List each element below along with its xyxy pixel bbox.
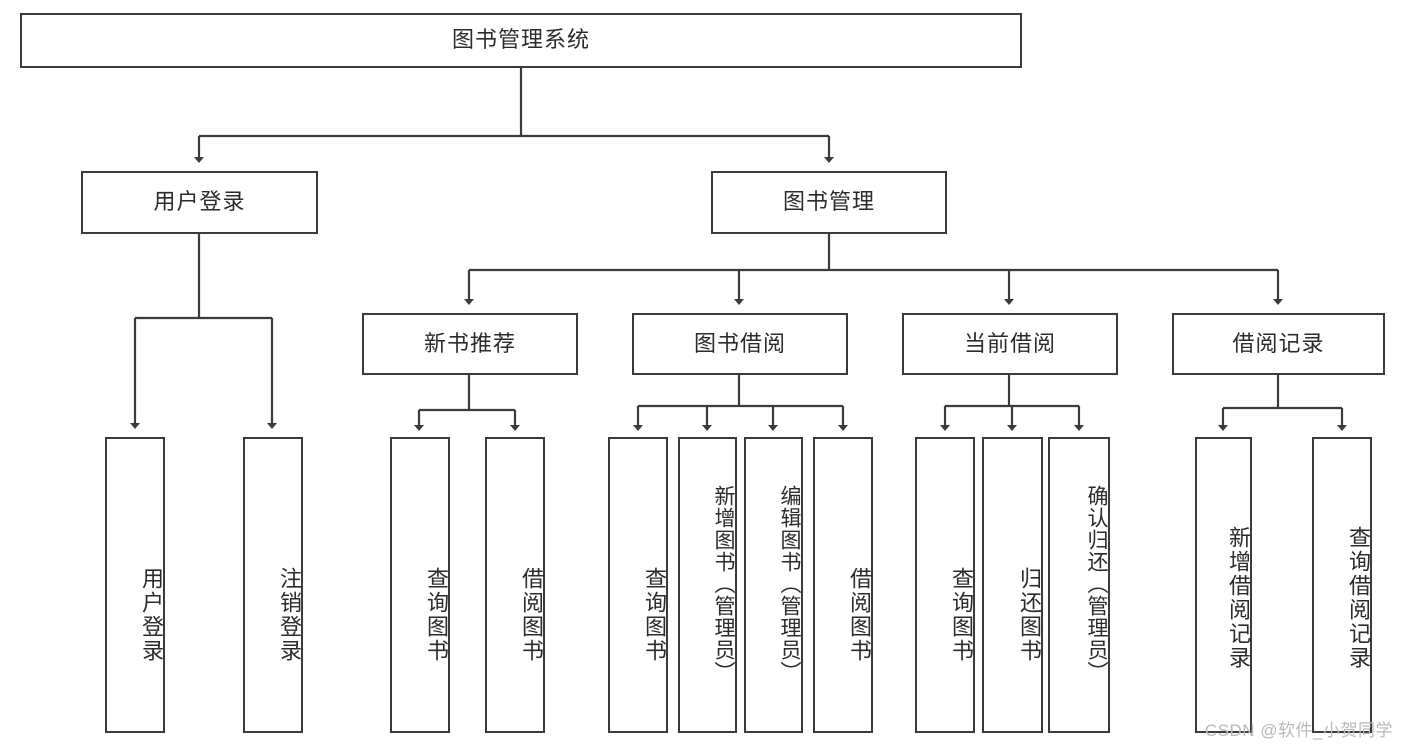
node-borrow-record[interactable]: 借阅记录 bbox=[1172, 313, 1385, 375]
node-leaf-query-borrow-record[interactable]: 查询借阅记录 bbox=[1312, 437, 1372, 733]
csdn-watermark: CSDN @软件_小贺同学 bbox=[1204, 721, 1393, 740]
node-leaf-query-book-borrow[interactable]: 查询图书 bbox=[608, 437, 668, 733]
node-leaf-borrow-book-recommend[interactable]: 借阅图书 bbox=[485, 437, 545, 733]
node-leaf-logout-login[interactable]: 注销登录 bbox=[243, 437, 303, 733]
node-root[interactable]: 图书管理系统 bbox=[20, 13, 1022, 68]
node-user-login[interactable]: 用户登录 bbox=[81, 171, 318, 234]
node-leaf-query-book-recommend[interactable]: 查询图书 bbox=[390, 437, 450, 733]
node-leaf-add-borrow-record[interactable]: 新增借阅记录 bbox=[1195, 437, 1252, 733]
node-leaf-confirm-return-admin[interactable]: 确认归还（管理员） bbox=[1048, 437, 1110, 733]
node-leaf-query-book-current[interactable]: 查询图书 bbox=[915, 437, 975, 733]
node-leaf-user-login[interactable]: 用户登录 bbox=[105, 437, 165, 733]
node-book-management[interactable]: 图书管理 bbox=[711, 171, 947, 234]
node-leaf-edit-book-admin[interactable]: 编辑图书（管理员） bbox=[744, 437, 803, 733]
node-new-book-recommend[interactable]: 新书推荐 bbox=[362, 313, 578, 375]
node-current-borrow[interactable]: 当前借阅 bbox=[902, 313, 1118, 375]
node-leaf-borrow-book[interactable]: 借阅图书 bbox=[813, 437, 873, 733]
node-leaf-add-book-admin[interactable]: 新增图书（管理员） bbox=[678, 437, 737, 733]
node-book-borrow[interactable]: 图书借阅 bbox=[632, 313, 848, 375]
node-leaf-return-book[interactable]: 归还图书 bbox=[982, 437, 1043, 733]
